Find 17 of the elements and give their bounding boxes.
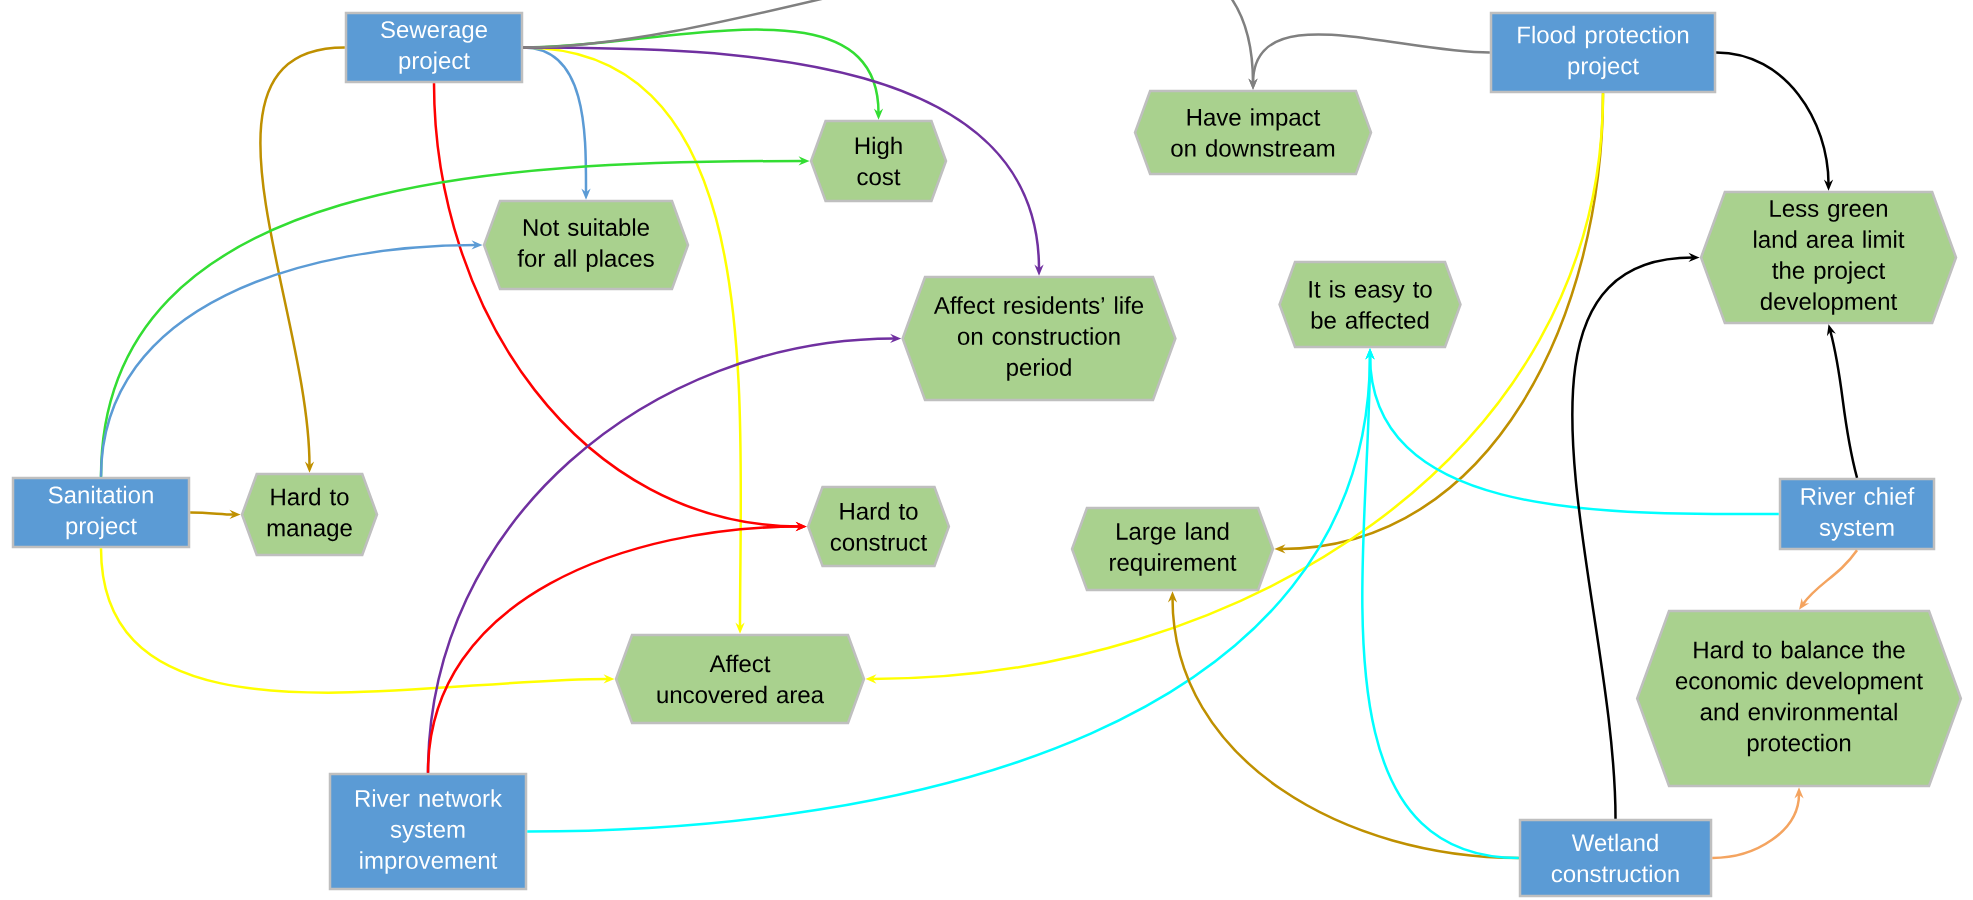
process-box: Wetland construction [1518,818,1713,898]
issue-hexagon: Affect residents’ life on construction period [901,275,1177,402]
process-box: River network system improvement [328,772,528,891]
process-box: River chief system [1778,477,1936,551]
issue-hexagon: High cost [809,119,948,203]
issue-hexagon: Not suitable for all places [482,199,690,291]
issue-hexagon: Large land requirement [1070,506,1275,592]
issue-hexagon: Have impact on downstream [1133,89,1373,176]
issue-hexagon: Hard to balance the economic development and environmental protection [1635,609,1963,788]
process-box: Sanitation project [11,476,191,549]
issue-hexagon: Hard to construct [806,485,951,568]
issue-hexagon: Hard to manage [240,472,379,557]
issue-hexagon: Affect uncovered area [614,633,866,725]
issue-hexagon: It is easy to be affected [1278,260,1462,349]
process-box: Flood protection project [1489,11,1717,94]
process-box: Sewerage project [344,11,524,84]
issue-hexagon: Less green land area limit the project development [1699,190,1958,325]
